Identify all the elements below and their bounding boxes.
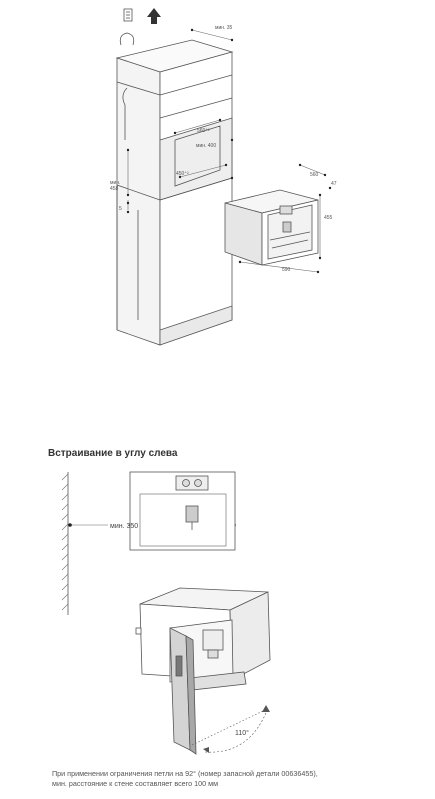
airflow-arrow-icon [147,8,161,24]
label-niche-width: 560⁺² [197,128,210,134]
dimension-lines [127,29,326,273]
label-min-distance: мин. 350 [110,523,138,530]
label-angle: 110° [235,729,249,737]
label-side-dim-2: 458 [110,186,119,192]
tall-cabinet [115,39,234,346]
footnote-line-2: мин. расстояние к стене составляет всего… [52,779,219,788]
label-side-dim-1: мин. [110,180,120,186]
label-unit-height: 455 [324,215,333,221]
wall [61,472,69,615]
label-small-dim: 5 [119,206,122,212]
label-top-clearance: мин. 35 [215,25,233,31]
label-niche-height: 450⁺² [176,171,189,177]
label-unit-depth: 560 [310,172,319,178]
coffee-machine-unit [224,189,319,266]
label-niche-depth: мин. 400 [196,143,216,149]
section-title: Встраивание в углу слева [48,448,178,459]
label-unit-offset: 47 [331,181,337,187]
door-swing-arc [191,705,270,753]
ventilation-icon [119,8,135,46]
footnote: При применении ограничения петли на 92° … [52,769,428,789]
installation-diagram: мин. 35 560⁺² мин. 400 450⁺² мин. 458 5 … [110,8,337,346]
machine-perspective-view [135,587,271,755]
vent-duct [122,87,128,140]
corner-installation-diagram: мин. 350 110° [61,471,271,755]
footnote-line-1: При применении ограничения петли на 92° … [52,769,318,778]
machine-front-view [129,471,236,551]
label-unit-width: 590 [282,267,291,273]
